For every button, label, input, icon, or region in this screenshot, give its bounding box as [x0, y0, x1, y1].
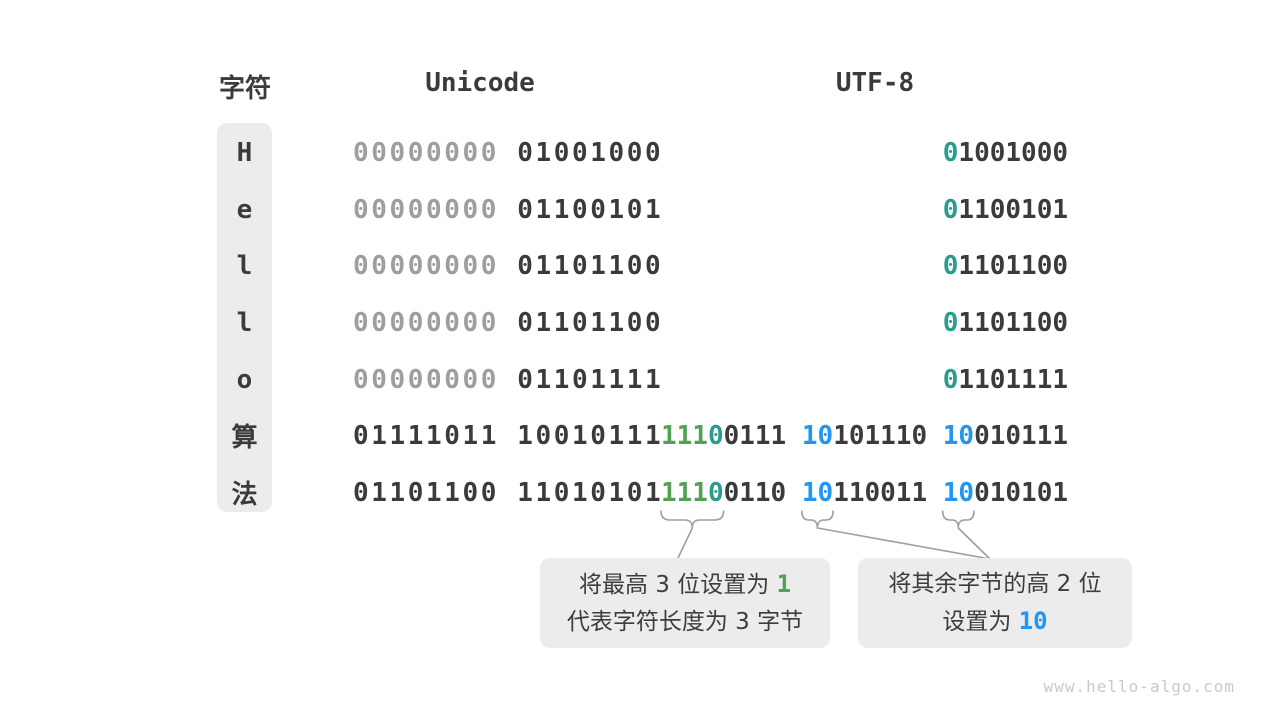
- text-segment: 1101100: [958, 307, 1068, 338]
- char-cell: l: [236, 307, 253, 338]
- column-header-char: 字符: [218, 74, 272, 104]
- unicode-cell: 00000000 01101100: [353, 237, 663, 294]
- char-cell: 法: [231, 480, 258, 510]
- text-segment: 01100101: [517, 194, 664, 225]
- text-segment: 0: [942, 194, 959, 225]
- connector-line-left: [677, 527, 694, 559]
- watermark: www.hello-algo.com: [1043, 677, 1235, 696]
- char-cell: 算: [231, 423, 258, 453]
- text-segment: 10: [942, 420, 975, 451]
- callout-high-bits: 将最高 3 位设置为 1 代表字符长度为 3 字节: [540, 558, 830, 648]
- text-segment: 10: [801, 420, 834, 451]
- text-segment: 00000000: [353, 307, 518, 338]
- char-cell: l: [236, 250, 253, 281]
- text-segment: 将其余字节的高 2 位: [888, 570, 1102, 597]
- text-segment: 101110: [833, 420, 943, 451]
- text-segment: 1101111: [958, 364, 1068, 395]
- char-cell: H: [236, 137, 253, 168]
- column-header-utf8: UTF-8: [835, 68, 915, 98]
- text-segment: 10: [801, 477, 834, 508]
- text-segment: 0: [942, 307, 959, 338]
- text-segment: 110011: [833, 477, 943, 508]
- callout-continuation-bits: 将其余字节的高 2 位 设置为 10: [858, 558, 1132, 648]
- column-header-unicode: Unicode: [425, 68, 535, 98]
- unicode-cell: 00000000 01100101: [353, 181, 663, 238]
- text-segment: 111: [660, 420, 708, 451]
- unicode-cell: 00000000 01101111: [353, 351, 663, 408]
- unicode-cell: 01111011 10010111: [353, 407, 663, 464]
- text-segment: 0: [942, 137, 959, 168]
- text-segment: 10: [942, 477, 975, 508]
- connector-line-mid: [816, 527, 991, 560]
- callout-line: 将其余字节的高 2 位: [888, 566, 1101, 603]
- text-segment: 1101100: [958, 250, 1068, 281]
- text-segment: 010111: [974, 420, 1068, 451]
- text-segment: 10: [1018, 606, 1048, 635]
- text-segment: 1001000: [958, 137, 1068, 168]
- callout-line: 设置为 10: [942, 603, 1047, 641]
- text-segment: 代表字符长度为 3 字节: [566, 608, 804, 635]
- text-segment: 0: [942, 250, 959, 281]
- text-segment: 01101100: [517, 307, 664, 338]
- unicode-cell: 01101100 11010101: [353, 464, 663, 521]
- text-segment: 将最高 3 位设置为: [578, 571, 777, 598]
- text-segment: 010101: [974, 477, 1068, 508]
- text-segment: 1: [776, 569, 792, 598]
- text-segment: 00000000: [353, 194, 518, 225]
- callout-line: 代表字符长度为 3 字节: [567, 604, 803, 641]
- text-segment: 01001000: [517, 137, 664, 168]
- text-segment: 01101111: [517, 364, 664, 395]
- text-segment: 01101100: [517, 250, 664, 281]
- char-column-background: [217, 123, 272, 512]
- text-segment: 00000000: [353, 364, 518, 395]
- text-segment: 00000000: [353, 250, 518, 281]
- text-segment: 00000000: [353, 137, 518, 168]
- text-segment: 01101100 11010101: [353, 477, 664, 508]
- char-cell: e: [236, 194, 253, 225]
- text-segment: 设置为: [942, 608, 1019, 635]
- text-segment: 0: [707, 477, 724, 508]
- text-segment: 0110: [723, 477, 802, 508]
- unicode-cell: 00000000 01001000: [353, 124, 663, 181]
- char-cell: o: [236, 364, 253, 395]
- text-segment: 01111011 10010111: [353, 420, 664, 451]
- connector-line-right: [957, 527, 991, 560]
- unicode-cell: 00000000 01101100: [353, 294, 663, 351]
- text-segment: 0111: [723, 420, 802, 451]
- callout-line: 将最高 3 位设置为 1: [579, 566, 791, 604]
- text-segment: 0: [942, 364, 959, 395]
- text-segment: 111: [660, 477, 708, 508]
- text-segment: 1100101: [958, 194, 1068, 225]
- text-segment: 0: [707, 420, 724, 451]
